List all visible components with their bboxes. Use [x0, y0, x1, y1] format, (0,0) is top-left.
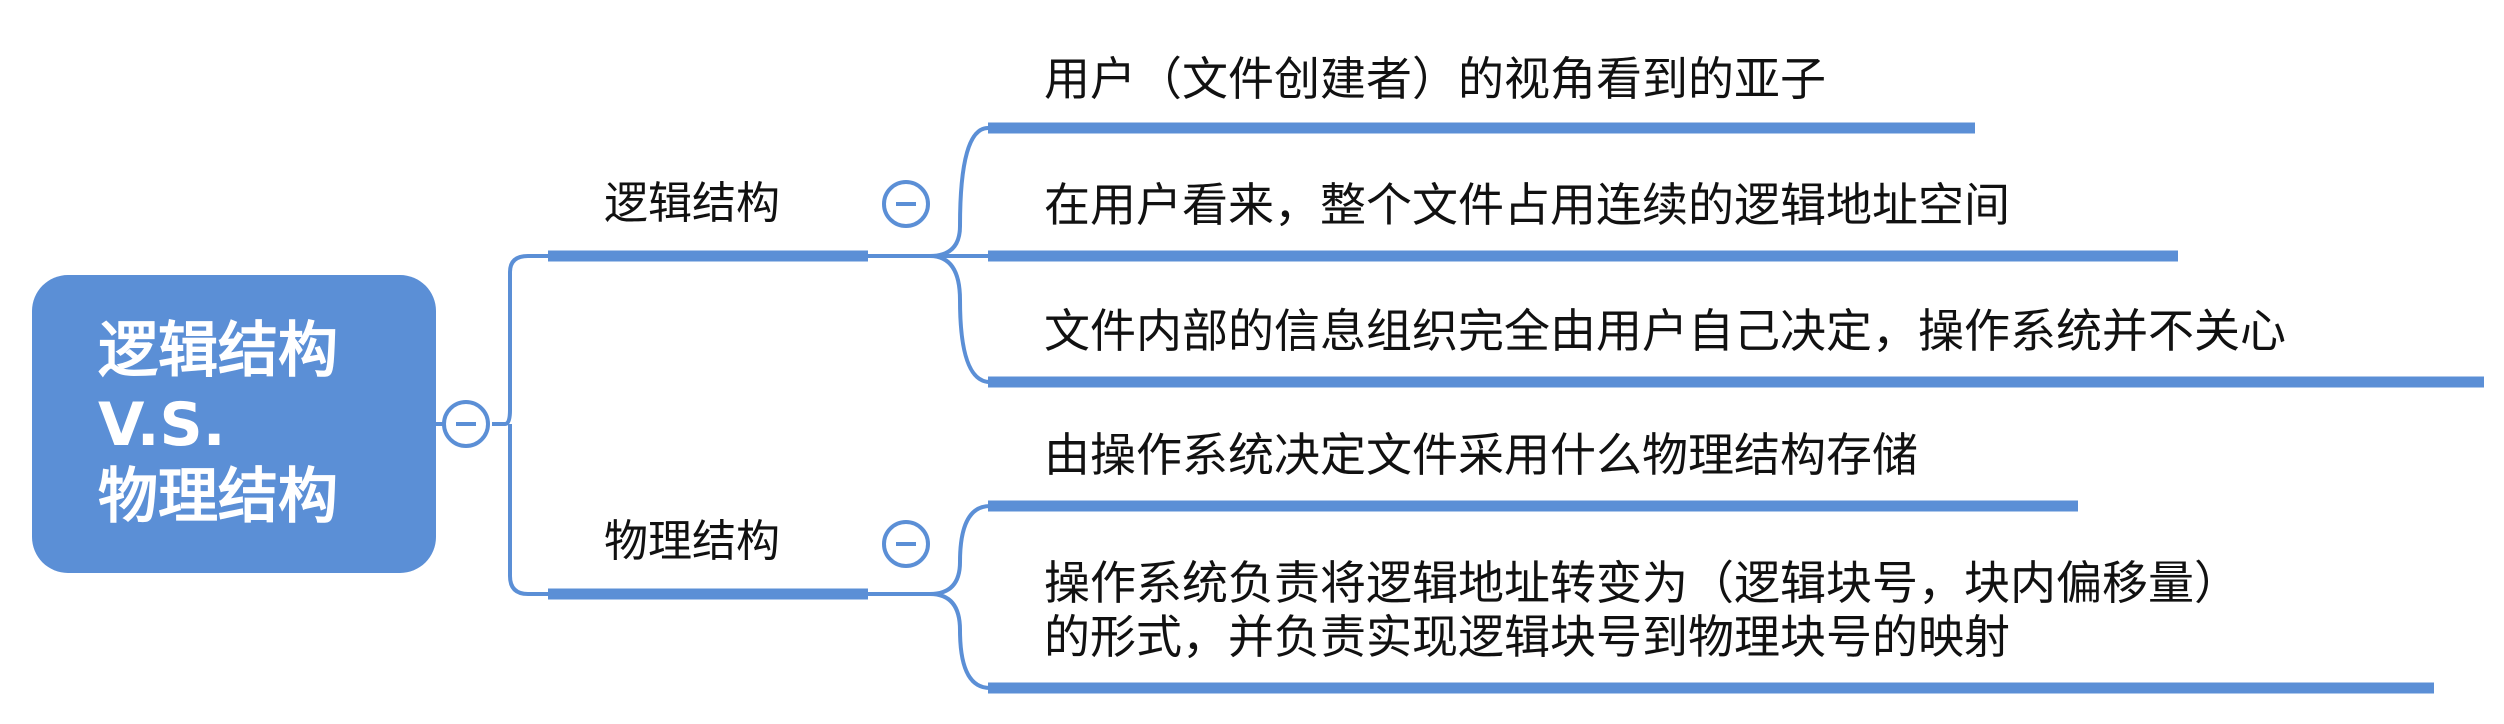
root-node[interactable]: 逻辑结构 V.S. 物理结构 — [32, 275, 436, 573]
branch-label-physical[interactable]: 物理结构 — [604, 516, 780, 567]
branch1-connectors — [868, 126, 991, 384]
branch2-collapse-icon[interactable] — [882, 520, 930, 568]
leaf-logical-1[interactable]: 用户（文件创建者）的视角看到的亚子 — [1044, 52, 1826, 106]
leaf-logical-3[interactable]: 文件内部的信息组织完全由用户自己决定，操作系统并不关心 — [1044, 304, 2286, 358]
root-line-3: 物理结构 — [98, 462, 338, 532]
root-line-1: 逻辑结构 — [98, 316, 338, 386]
leaf-logical-2[interactable]: 在用户看来，整个文件占用连续的逻辑地址空间 — [1044, 178, 2010, 232]
root-to-branches — [492, 254, 548, 596]
branch-label-logical[interactable]: 逻辑结构 — [604, 178, 780, 229]
root-collapse-icon[interactable] — [442, 400, 490, 448]
branch2-connectors — [868, 504, 991, 690]
root-line-2: V.S. — [98, 390, 226, 460]
branch1-collapse-icon[interactable] — [882, 180, 930, 228]
leaf-physical-1[interactable]: 由操作系统决定文件采用什么物理结构存储 — [1044, 428, 1918, 482]
leaf-physical-2[interactable]: 操作系统负责将逻辑地址转变为（逻辑块号，块内偏移量） 的形式，并负责实现逻辑块号… — [1044, 556, 2240, 664]
